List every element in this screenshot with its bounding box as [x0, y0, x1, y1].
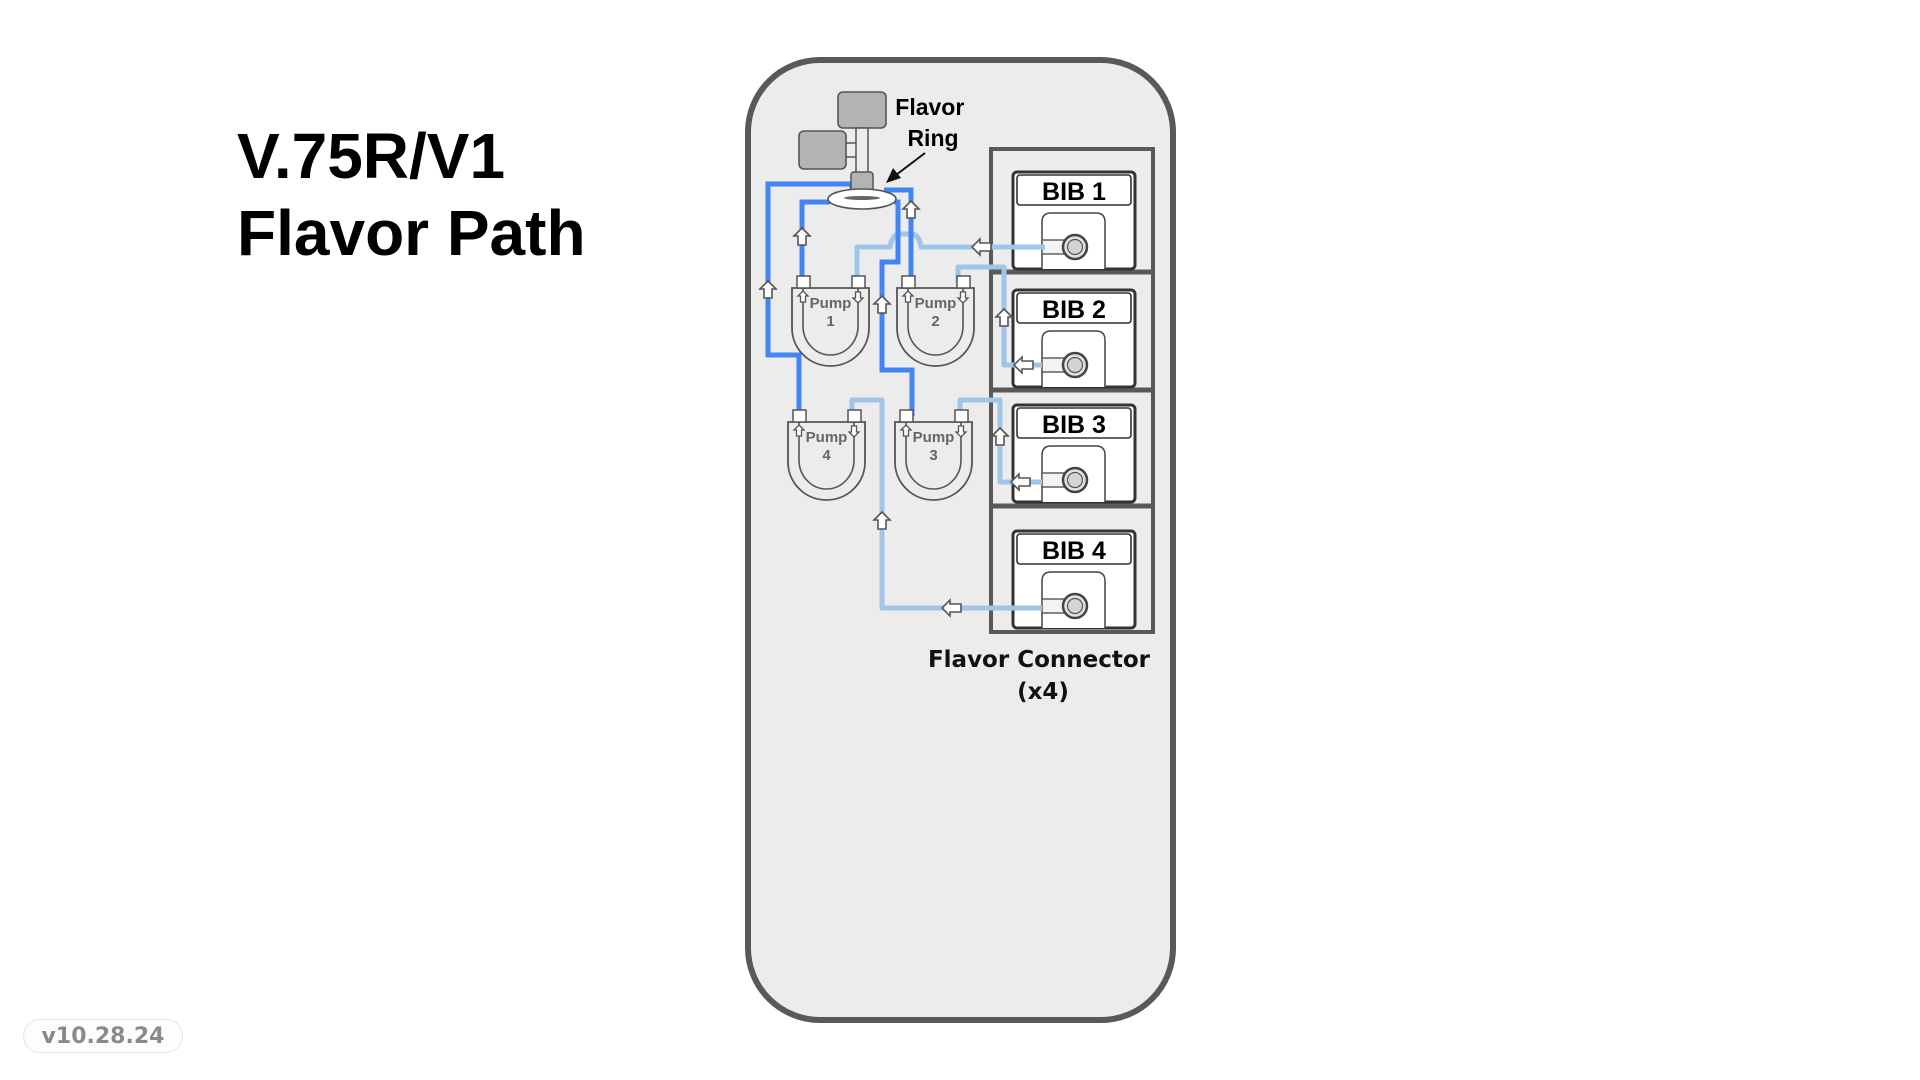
bib-2: BIB 2 — [1011, 288, 1137, 389]
pump-outlet-port — [851, 275, 866, 289]
page-title: V.75R/V1 Flavor Path — [237, 118, 586, 272]
line-pump2-ring — [884, 187, 914, 283]
pump-inlet-port — [899, 409, 914, 423]
pump-label: Pump — [913, 429, 955, 446]
pump-number: 3 — [929, 447, 937, 464]
pump-outlet-port — [956, 275, 971, 289]
flavor-connector-label: Flavor Connector (x4) — [928, 647, 1158, 705]
pump-label: Pump — [915, 295, 957, 312]
pump-outlet-port — [954, 409, 969, 423]
pump-inlet-port — [796, 275, 811, 289]
title-line-1: V.75R/V1 — [237, 120, 506, 192]
valve-block-lower — [798, 130, 847, 170]
line-pump3-ring — [879, 199, 915, 416]
pump-label: Pump — [810, 295, 852, 312]
line-pump1-ring — [799, 199, 830, 283]
bib-label: BIB 1 — [1042, 178, 1106, 206]
bib-label-box — [1016, 174, 1132, 206]
flavor-ring-assembly — [798, 91, 897, 210]
bib-label: BIB 3 — [1042, 411, 1106, 439]
title-line-2: Flavor Path — [237, 197, 586, 269]
pointer-arrow-icon — [886, 152, 926, 183]
pump-number: 1 — [826, 313, 834, 330]
bib-label-box — [1016, 533, 1132, 565]
bib-label-box — [1016, 407, 1132, 439]
version-badge: v10.28.24 — [23, 1019, 183, 1053]
pump-number: 2 — [931, 313, 939, 330]
stem — [855, 127, 869, 174]
bib-3: BIB 3 — [1011, 403, 1137, 504]
bib-4: BIB 4 — [1011, 529, 1137, 630]
valve-block-upper — [837, 91, 887, 129]
bib-label-box — [1016, 292, 1132, 324]
flavor-ring-label: Flavor Ring — [895, 94, 970, 151]
pump-label: Pump — [806, 429, 848, 446]
pump-inlet-port — [792, 409, 807, 423]
pump-number: 4 — [822, 447, 831, 464]
bib-label: BIB 2 — [1042, 296, 1106, 324]
line-bib4-pump4 — [849, 397, 1042, 611]
bib-label: BIB 4 — [1042, 537, 1106, 565]
pump-outlet-port — [847, 409, 862, 423]
bib-1: BIB 1 — [1011, 170, 1137, 271]
pump-inlet-port — [901, 275, 916, 289]
